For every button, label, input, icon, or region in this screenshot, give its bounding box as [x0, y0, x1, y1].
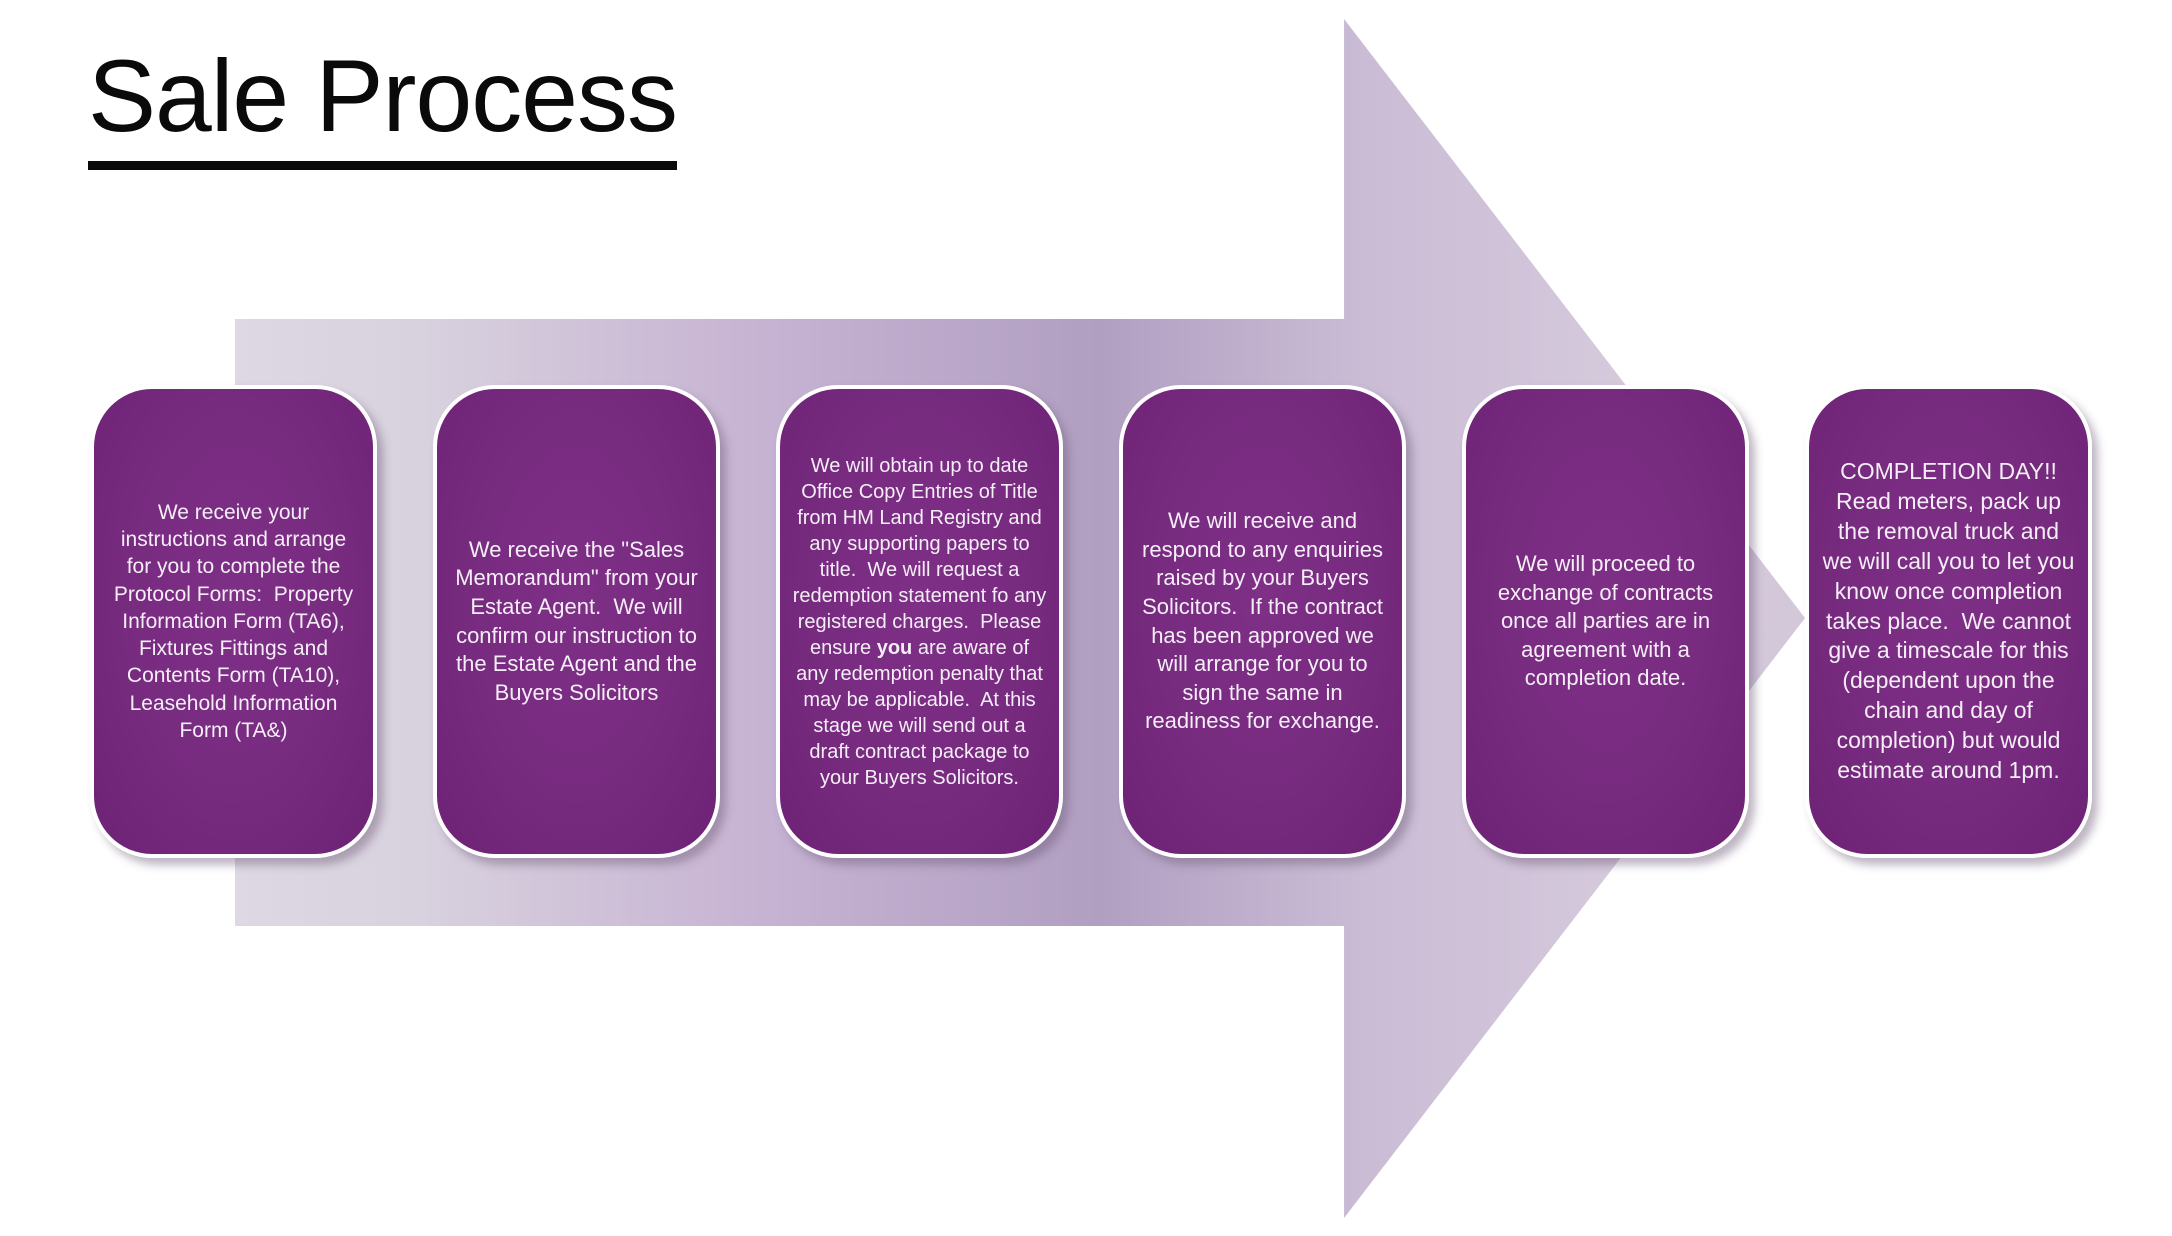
step-box-4: We will receive and respond to any enqui…: [1119, 385, 1406, 858]
page-title: Sale Process: [88, 38, 678, 171]
step-text: We will proceed to exchange of contracts…: [1497, 551, 1720, 691]
step-box-6: COMPLETION DAY!! Read meters, pack up th…: [1805, 385, 2092, 858]
step-text: We receive the "Sales Memorandum" from y…: [455, 536, 704, 705]
step-text: COMPLETION DAY!! Read meters, pack up th…: [1822, 458, 2081, 783]
step-text: We receive your instructions and arrange…: [113, 500, 359, 743]
step-box-2: We receive the "Sales Memorandum" from y…: [433, 385, 720, 858]
step-box-1: We receive your instructions and arrange…: [90, 385, 377, 858]
step-text: We will receive and respond to any enqui…: [1142, 508, 1390, 734]
step-box-5: We will proceed to exchange of contracts…: [1462, 385, 1749, 858]
step-text: We will obtain up to date Office Copy En…: [792, 454, 1052, 789]
step-box-3: We will obtain up to date Office Copy En…: [776, 385, 1063, 858]
step-text-bold-word: you: [876, 636, 913, 659]
page-title-text: Sale Process: [88, 38, 678, 171]
